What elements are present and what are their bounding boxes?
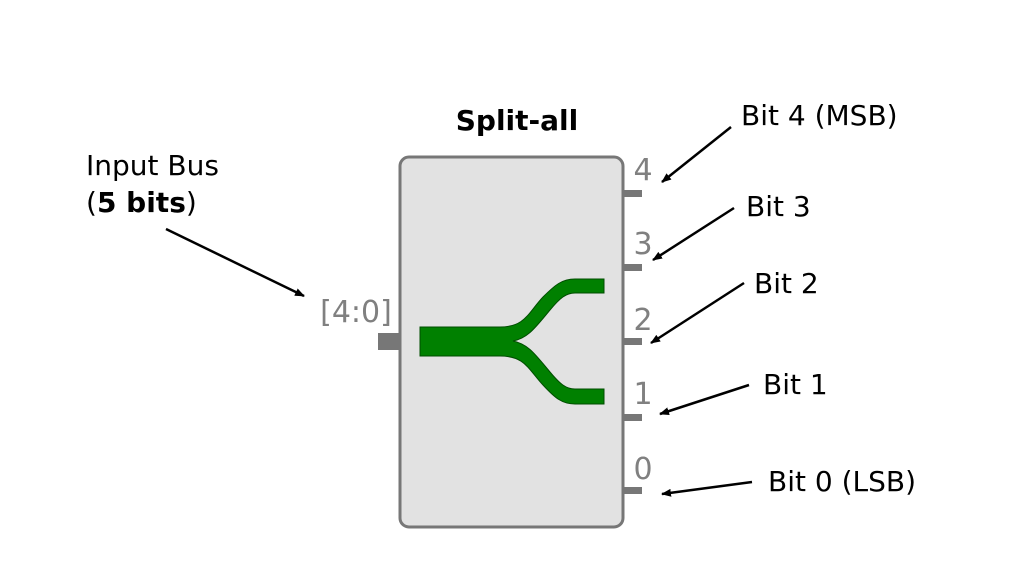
bit4-arrow xyxy=(661,126,732,183)
output-label-2: 2 xyxy=(633,303,652,338)
bit1-arrow xyxy=(659,383,750,416)
input-bits-close: ) xyxy=(186,186,197,219)
splitter-icon xyxy=(419,278,605,405)
block-title: Split-all xyxy=(456,104,579,137)
output-label-3: 3 xyxy=(633,227,652,262)
input-bits-label: (5 bits) xyxy=(86,186,197,219)
bit0-label: Bit 0 (LSB) xyxy=(768,465,916,498)
output-port-2[interactable] xyxy=(623,338,642,345)
bit3-arrow xyxy=(652,206,735,262)
input-arrow xyxy=(165,227,305,298)
bit2-arrow xyxy=(650,281,745,345)
bit0-arrow xyxy=(661,480,753,497)
bit3-label: Bit 3 xyxy=(746,190,811,223)
bit2-label: Bit 2 xyxy=(754,267,819,300)
bit4-label: Bit 4 (MSB) xyxy=(741,99,898,132)
output-port-3[interactable] xyxy=(623,264,642,271)
input-port[interactable] xyxy=(378,333,400,350)
output-port-4[interactable] xyxy=(623,190,642,197)
bit1-label: Bit 1 xyxy=(763,368,828,401)
output-port-1[interactable] xyxy=(623,414,642,421)
input-bits-open: ( xyxy=(86,186,97,219)
input-bits-count: 5 bits xyxy=(97,186,186,219)
output-label-4: 4 xyxy=(633,153,652,188)
output-label-0: 0 xyxy=(633,452,652,487)
input-range-label: [4:0] xyxy=(320,295,392,330)
input-bus-label: Input Bus xyxy=(86,149,219,182)
output-port-0[interactable] xyxy=(623,487,642,494)
output-label-1: 1 xyxy=(633,377,652,412)
